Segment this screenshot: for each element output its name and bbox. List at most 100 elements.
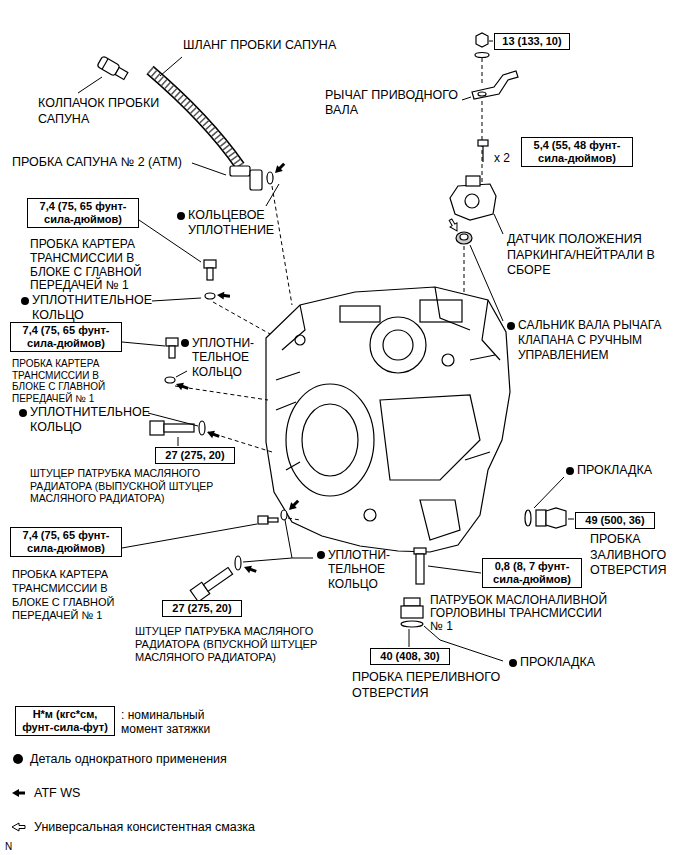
plugs-and-fittings-part: [536, 510, 546, 526]
single-use-bullet: [181, 339, 189, 347]
plugs-and-fittings-part: [207, 268, 213, 280]
leader-lines-part: [160, 57, 182, 76]
dashed-assembly-lines: [175, 58, 482, 552]
part-label: ПРОБКА САПУНА № 2 (ATM): [12, 155, 182, 170]
plugs-and-fittings-part: [165, 377, 175, 383]
torque-value: Н*м (кгс*см, фунт-сила-фут): [19, 708, 111, 734]
atf-ws-arrow-part: [206, 428, 221, 440]
transaxle-housing-part: [383, 330, 413, 360]
leader-lines-part: [568, 519, 574, 520]
grease-arrow: [447, 218, 460, 233]
park-neutral-switch-part: [456, 232, 472, 244]
part-label: РЫЧАГ ПРИВОДНОГО ВАЛА: [325, 88, 458, 118]
leader-lines-part: [78, 77, 102, 93]
plugs-and-fittings-part: [268, 518, 278, 522]
part-label: ШТУЦЕР ПАТРУБКА МАСЛЯНОГО РАДИАТОРА (ВПУ…: [135, 625, 317, 665]
plugs-and-fittings-part: [190, 565, 234, 602]
transaxle-housing-part: [364, 509, 376, 521]
torque-box: 5,4 (55, 48 фунт-сила-дюймов): [521, 137, 633, 167]
torque-value: 13 (133, 10): [498, 35, 566, 48]
plugs-and-fittings-part: [258, 516, 268, 524]
single-use-bullet: [19, 409, 27, 417]
torque-value: 5,4 (55, 48 фунт-сила-дюймов): [525, 139, 629, 165]
leader-lines-part: [148, 413, 198, 426]
transaxle-housing-part: [370, 317, 426, 373]
part-label: УПЛОТНИ- ТЕЛЬНОЕ КОЛЬЦО: [192, 336, 254, 379]
dashed-assembly-lines-part: [272, 186, 292, 305]
park-neutral-switch: [450, 176, 496, 244]
torque-box: 7,4 (75, 65 фунт-сила-дюймов): [10, 527, 122, 557]
plugs-and-fittings-part: [150, 421, 164, 435]
leader-lines-part: [122, 524, 257, 548]
transaxle-housing: [266, 287, 510, 552]
transaxle-housing-part: [380, 395, 480, 480]
leader-lines-part: [266, 184, 279, 206]
breather-hose-part: [150, 70, 240, 166]
legend-samples-part: [13, 754, 23, 764]
leader-lines-part: [178, 437, 179, 446]
part-label: УПЛОТНИ- ТЕЛЬНОЕ КОЛЬЦО: [328, 548, 390, 591]
leader-lines-part: [176, 371, 187, 377]
plugs-and-fittings-part: [169, 346, 175, 358]
atf-ws-arrow-part: [286, 498, 301, 513]
leader-lines-part: [243, 558, 292, 562]
single-use-bullet: [509, 659, 517, 667]
transaxle-housing-part: [442, 354, 454, 366]
part-label: ПРОБКА ЗАЛИВНОГО ОТВЕРСТИЯ: [590, 532, 667, 579]
bolt: [478, 140, 488, 162]
leader-lines-part: [489, 41, 493, 42]
torque-legend-box: Н*м (кгс*см, фунт-сила-фут): номинальный…: [15, 706, 115, 736]
transaxle-housing-part: [266, 287, 510, 552]
plugs-and-fittings-part: [414, 548, 426, 554]
part-label: УПЛОТНИТЕЛЬНОЕ КОЛЬЦО: [30, 405, 150, 435]
leader-lines-part: [122, 342, 165, 346]
plugs-and-fittings-part: [281, 510, 287, 520]
torque-value: 49 (500, 36): [579, 514, 651, 527]
part-label: ШЛАНГ ПРОБКИ САПУНА: [183, 38, 336, 53]
torque-box: 13 (133, 10): [494, 33, 570, 50]
leader-lines-part: [534, 477, 564, 508]
park-neutral-switch-part: [466, 176, 480, 186]
part-label: САЛЬНИК ВАЛА РЫЧАГА КЛАПАНА С РУЧНЫМ УПР…: [518, 318, 661, 363]
torque-value: 40 (408, 30): [374, 650, 446, 663]
plugs-and-fittings-part-part: [203, 568, 232, 592]
part-label: ПРОКЛАДКА: [520, 655, 595, 670]
transaxle-housing-part: [276, 355, 495, 470]
atf-ws-arrow-part: [175, 380, 190, 392]
page-mark: N: [5, 841, 12, 852]
torque-box: 27 (275, 20): [155, 447, 235, 464]
single-use-bullet: [21, 297, 29, 305]
part-label: ПРОКЛАДКА: [577, 463, 652, 478]
part-label: КОЛПАЧОК ПРОБКИ САПУНА: [38, 96, 159, 127]
part-label: ДАТЧИК ПОЛОЖЕНИЯ ПАРКИНГА/НЕЙТРАЛИ В СБО…: [507, 232, 655, 279]
part-label: ПРОБКА КАРТЕРА ТРАНСМИССИИ В БЛОКЕ С ГЛА…: [30, 238, 142, 293]
plugs-and-fittings-part: [166, 338, 178, 346]
leader-lines-part: [285, 520, 313, 558]
plugs-and-fittings-part: [199, 421, 205, 435]
torque-box: 7,4 (75, 65 фунт-сила-дюймов): [27, 198, 139, 228]
torque-box: 40 (408, 30): [370, 648, 450, 665]
breather-plug-no2-part: [230, 166, 250, 176]
plugs-and-fittings-part: [235, 556, 241, 570]
plugs-and-fittings-part: [401, 606, 423, 618]
torque-value: 27 (275, 20): [159, 449, 231, 462]
part-label: ПРОБКА КАРТЕРА ТРАНСМИССИИ В БЛОКЕ С ГЛА…: [12, 358, 105, 404]
atf-ws-arrow-part: [243, 563, 258, 575]
plugs-and-fittings-part: [401, 621, 423, 627]
breather-plug-no2-part: [267, 172, 273, 184]
bolt-part: [478, 140, 488, 146]
breather-hose-part: [150, 70, 240, 166]
legend-text: ATF WS: [34, 786, 80, 801]
part-label: УПЛОТНИТЕЛЬНОЕ КОЛЬЦО: [32, 293, 152, 323]
single-use-bullet: [507, 322, 515, 330]
breather-plug-cap-part: [102, 59, 108, 69]
transaxle-housing-part: [340, 306, 380, 322]
atf-ws-arrow-part: [217, 291, 231, 300]
plugs-and-fittings-part: [525, 510, 531, 526]
quantity-label: x 2: [494, 151, 510, 165]
legend-samples-part: [12, 789, 25, 797]
bolt-part: [482, 146, 483, 162]
plugs-and-fittings-part: [205, 293, 215, 299]
torque-note: : номинальный момент затяжки: [121, 708, 210, 737]
